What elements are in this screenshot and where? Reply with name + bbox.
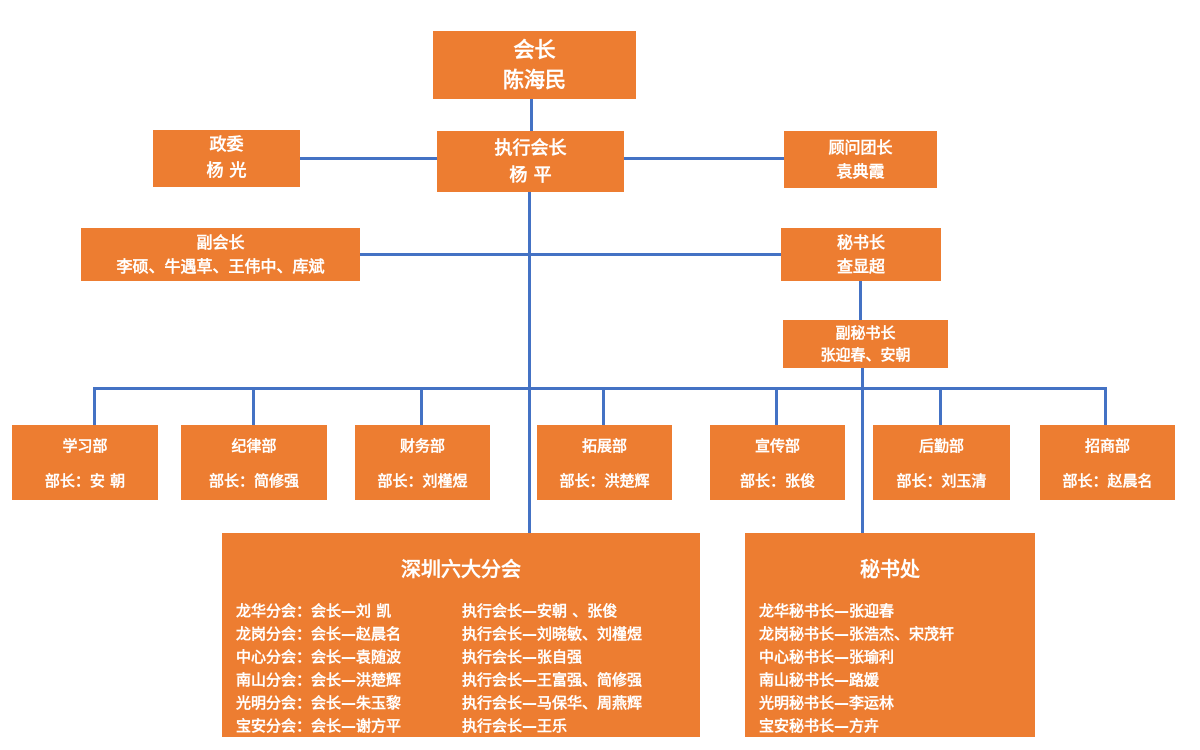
branch-president: 宝安分会：会长—谢方平 (236, 717, 402, 735)
branch-row: 宝安分会：会长—谢方平 执行会长—王乐 (236, 715, 700, 738)
node-advisory-head: 顾问团长 袁典霞 (784, 131, 937, 188)
department-title: 纪律部 (231, 436, 277, 455)
connector-commissar-executive (300, 157, 437, 160)
department-title: 财务部 (399, 436, 445, 455)
secretariat-row: 光明秘书长—李运林 (759, 694, 895, 712)
node-secretary-general: 秘书长 查显超 (781, 228, 941, 281)
department-title: 后勤部 (918, 436, 964, 455)
connector-drop-logistics (939, 387, 942, 425)
node-person: 袁典霞 (836, 161, 885, 181)
branch-president: 龙华分会：会长—刘 凯 (236, 602, 392, 620)
department-title: 拓展部 (581, 436, 627, 455)
branch-row: 中心分会：会长—袁随波 执行会长—张自强 (236, 646, 700, 669)
branch-executive: 执行会长—马保华、周燕辉 (462, 694, 643, 712)
connector-drop-finance (420, 387, 423, 425)
node-department-investment: 招商部 部长：赵晨名 (1040, 425, 1175, 500)
node-department-study: 学习部 部长：安 朝 (12, 425, 158, 500)
node-title: 顾问团长 (828, 137, 893, 157)
connector-president-executive (530, 99, 533, 131)
department-title: 宣传部 (754, 436, 800, 455)
node-department-publicity: 宣传部 部长：张俊 (710, 425, 845, 500)
branch-row: 龙华分会：会长—刘 凯 执行会长—安朝 、张俊 (236, 600, 700, 623)
node-person: 查显超 (836, 256, 885, 276)
connector-secretary-deputysecretary (859, 281, 862, 320)
branch-president: 中心分会：会长—袁随波 (236, 648, 402, 666)
node-political-commissar: 政委 杨 光 (153, 130, 300, 187)
node-person: 杨 平 (509, 164, 552, 186)
connector-deputysecretary-secretariat (861, 368, 864, 533)
node-person: 李硕、牛遇草、王伟中、库斌 (116, 256, 325, 276)
node-department-expansion: 拓展部 部长：洪楚辉 (537, 425, 672, 500)
node-title: 副会长 (196, 232, 245, 252)
connector-drop-investment (1104, 387, 1107, 425)
branch-president: 龙岗分会：会长—赵晨名 (236, 625, 402, 643)
branch-row: 光明分会：会长—朱玉黎 执行会长—马保华、周燕辉 (236, 692, 700, 715)
node-person: 杨 光 (206, 160, 247, 181)
department-head: 部长：刘槿煜 (377, 471, 468, 490)
connector-drop-publicity (775, 387, 778, 425)
connector-center-trunk (528, 192, 531, 533)
department-head: 部长：赵晨名 (1062, 471, 1153, 490)
department-head: 部长：刘玉清 (896, 471, 987, 490)
department-head: 部长：洪楚辉 (559, 471, 650, 490)
node-department-finance: 财务部 部长：刘槿煜 (355, 425, 490, 500)
department-title: 招商部 (1084, 436, 1130, 455)
connector-drop-expansion (602, 387, 605, 425)
branch-executive: 执行会长—王乐 (462, 717, 568, 735)
node-title: 秘书长 (836, 232, 885, 252)
secretariat-row: 中心秘书长—张瑜利 (759, 648, 895, 666)
branch-executive: 执行会长—刘晓敏、刘槿煜 (462, 625, 643, 643)
node-shenzhen-branches: 深圳六大分会 龙华分会：会长—刘 凯 执行会长—安朝 、张俊 龙岗分会：会长—赵… (222, 533, 700, 737)
secretariat-title: 秘书处 (860, 557, 920, 581)
department-head: 部长：张俊 (739, 471, 815, 490)
node-title: 会长 (513, 37, 556, 62)
branches-title: 深圳六大分会 (401, 557, 521, 581)
node-deputy-secretary-general: 副秘书长 张迎春、安朝 (783, 320, 948, 368)
node-person: 陈海民 (503, 68, 566, 92)
connector-vicepresident-secretary (360, 253, 781, 256)
secretariat-row: 宝安秘书长—方卉 (759, 717, 880, 735)
node-department-discipline: 纪律部 部长：简修强 (181, 425, 327, 500)
department-title: 学习部 (62, 436, 108, 455)
connector-executive-advisor (624, 157, 784, 160)
secretariat-row: 龙岗秘书长—张浩杰、宋茂轩 (759, 625, 955, 643)
branch-executive: 执行会长—张自强 (462, 648, 583, 666)
node-president: 会长 陈海民 (433, 31, 636, 99)
connector-drop-study (93, 387, 96, 425)
branch-executive: 执行会长—安朝 、张俊 (462, 602, 618, 620)
branches-rows: 龙华分会：会长—刘 凯 执行会长—安朝 、张俊 龙岗分会：会长—赵晨名 执行会长… (236, 600, 700, 738)
node-vice-president: 副会长 李硕、牛遇草、王伟中、库斌 (81, 228, 360, 281)
secretariat-rows: 龙华秘书长—张迎春 龙岗秘书长—张浩杰、宋茂轩 中心秘书长—张瑜利 南山秘书长—… (759, 600, 1035, 738)
department-head: 部长：安 朝 (44, 471, 126, 490)
department-head: 部长：简修强 (208, 471, 299, 490)
branch-executive: 执行会长—王富强、简修强 (462, 671, 643, 689)
node-title: 副秘书长 (835, 323, 896, 342)
node-secretariat: 秘书处 龙华秘书长—张迎春 龙岗秘书长—张浩杰、宋茂轩 中心秘书长—张瑜利 南山… (745, 533, 1035, 737)
branch-president: 光明分会：会长—朱玉黎 (236, 694, 402, 712)
node-title: 执行会长 (494, 137, 567, 159)
branch-row: 龙岗分会：会长—赵晨名 执行会长—刘晓敏、刘槿煜 (236, 623, 700, 646)
branch-row: 南山分会：会长—洪楚辉 执行会长—王富强、简修强 (236, 669, 700, 692)
node-title: 政委 (209, 135, 244, 155)
secretariat-row: 龙华秘书长—张迎春 (759, 602, 895, 620)
node-department-logistics: 后勤部 部长：刘玉清 (873, 425, 1010, 500)
secretariat-row: 南山秘书长—路媛 (759, 671, 880, 689)
node-executive-president: 执行会长 杨 平 (437, 131, 624, 192)
connector-drop-discipline (252, 387, 255, 425)
connector-department-bus (93, 387, 1107, 390)
branch-president: 南山分会：会长—洪楚辉 (236, 671, 402, 689)
node-person: 张迎春、安朝 (820, 346, 911, 364)
